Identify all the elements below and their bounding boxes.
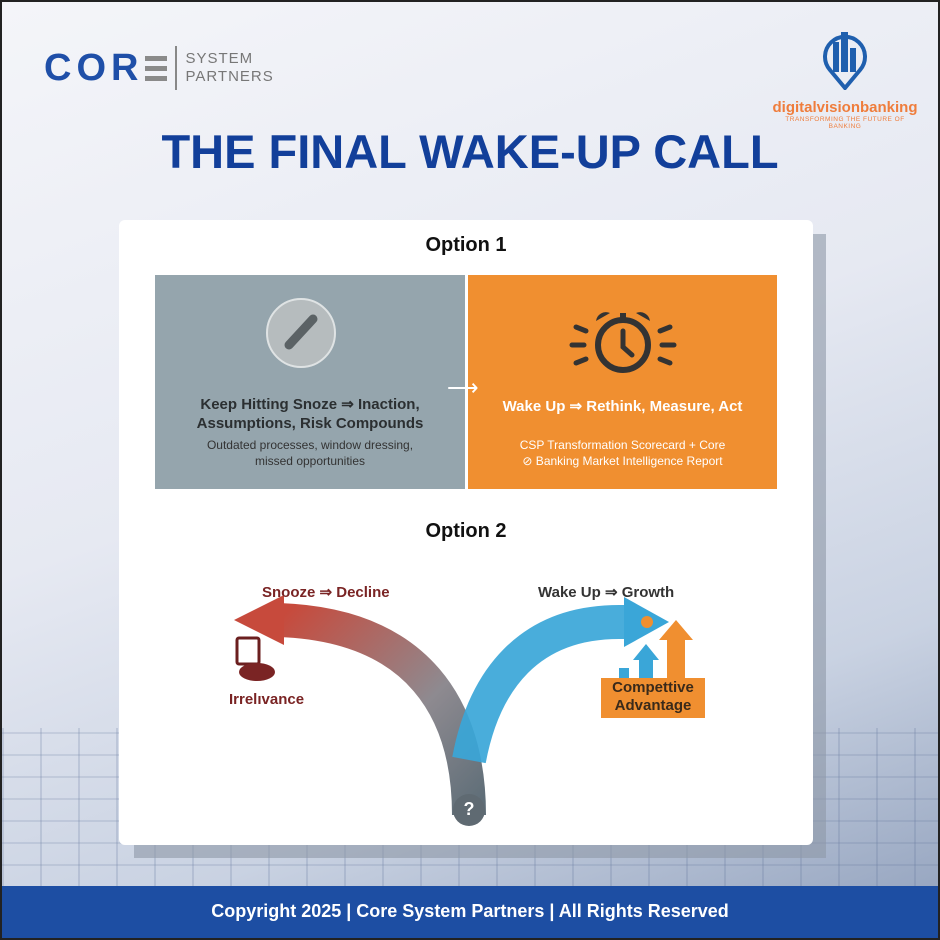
decline-arrowhead — [234, 595, 284, 645]
digitalvisionbanking-logo: digitalvisionbanking TRANSFORMING THE FU… — [770, 30, 920, 130]
snooze-panel: Keep Hitting Snoze ⇒ Inaction, Assumptio… — [155, 275, 465, 489]
broken-phone-icon — [235, 636, 275, 681]
growth-label: Wake Up ⇒ Growth — [538, 584, 675, 601]
alarm-clock-icon — [569, 312, 677, 373]
question-mark: ? — [463, 799, 475, 819]
snooze-button-icon — [266, 298, 336, 368]
snooze-heading-line2: Assumptions, Risk Compounds — [196, 415, 424, 432]
core-system-partners-logo: COR SYSTEM PARTNERS — [44, 46, 274, 90]
growth-bar-arrow-icon — [633, 644, 659, 678]
advantage-line1: Compettive — [612, 679, 694, 696]
wake-up-sub-line1: CSP Transformation Scorecard + Core — [519, 438, 726, 452]
footer-copyright: Copyright 2025 | Core System Partners | … — [2, 886, 938, 938]
snooze-heading-line1: Keep Hitting Snoze ⇒ Inaction, — [200, 396, 420, 413]
growth-path — [452, 605, 629, 764]
fork-diagram — [234, 595, 705, 826]
advantage-box — [601, 678, 705, 718]
page-title: THE FINAL WAKE-UP CALL — [161, 125, 779, 178]
logo-sub-line1: SYSTEM — [185, 50, 254, 67]
growth-bar-icon — [619, 668, 629, 678]
irrelevance-label: Irrelıvance — [229, 691, 305, 708]
snooze-sub-line1: Outdated processes, window dressing, — [206, 438, 414, 452]
logo-divider — [175, 46, 178, 90]
wake-up-sub-line2: ⊘ Banking Market Intelligence Report — [522, 454, 723, 468]
logo-tagline: TRANSFORMING THE FUTURE OF BANKING — [785, 116, 905, 130]
wake-up-heading: Wake Up ⇒ Rethink, Measure, Act — [502, 398, 743, 415]
snooze-sub-line2: missed opportunities — [254, 454, 366, 468]
decline-path — [278, 603, 486, 816]
option2-label: Option 2 — [425, 520, 507, 542]
right-arrow-icon: ⟶ — [447, 375, 479, 400]
growth-up-arrow-icon — [659, 620, 693, 678]
question-circle-icon — [453, 794, 485, 826]
content-card: Option 1 Keep Hitting Snoze ⇒ Inaction, … — [119, 220, 813, 845]
growth-dot — [641, 616, 653, 628]
logo-core-text: COR — [44, 46, 144, 89]
wake-up-panel: Wake Up ⇒ Rethink, Measure, Act CSP Tran… — [468, 275, 777, 489]
advantage-line2: Advantage — [614, 697, 692, 714]
option1-label: Option 1 — [425, 234, 507, 256]
decline-label: Snooze ⇒ Decline — [262, 584, 390, 601]
logo-sub-line2: PARTNERS — [185, 68, 274, 85]
location-pin-buildings-icon — [823, 32, 867, 92]
logo-name: digitalvisionbanking — [772, 99, 918, 116]
logo-e-bars-icon — [145, 55, 168, 81]
